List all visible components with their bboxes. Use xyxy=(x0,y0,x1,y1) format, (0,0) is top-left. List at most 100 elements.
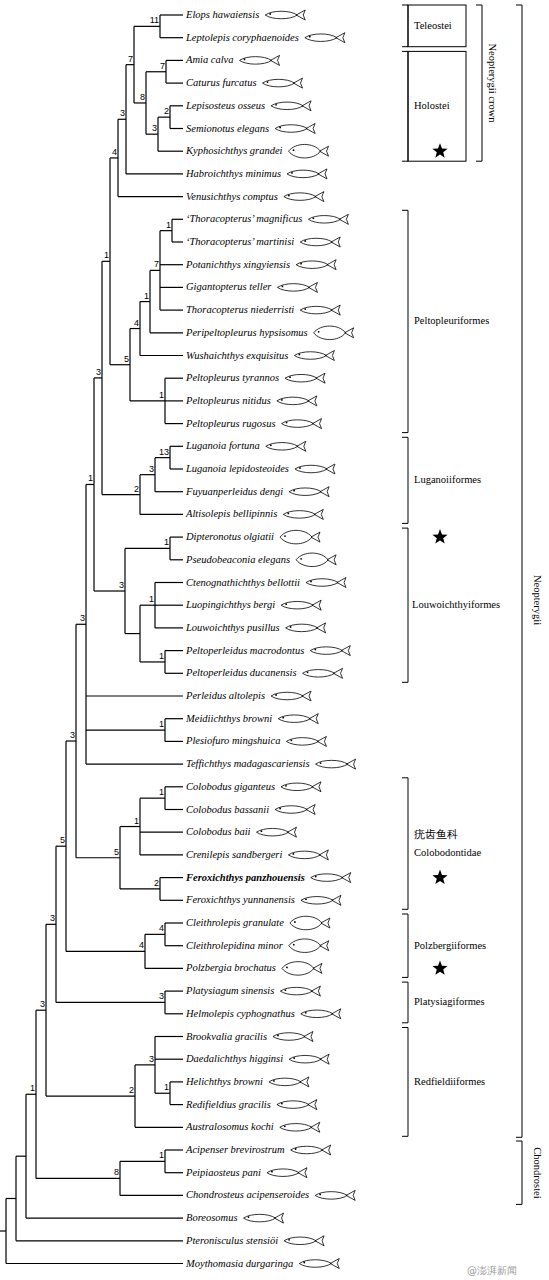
fish-eye xyxy=(292,853,294,855)
tree-branch xyxy=(140,474,155,475)
support-value: 3 xyxy=(96,368,101,377)
tree-branch xyxy=(56,846,66,847)
taxon-name: Peltopleurus rugosus xyxy=(186,418,276,430)
support-value: 3 xyxy=(80,614,85,623)
taxon-name: Cleithrolepidina minor xyxy=(186,940,283,952)
fish-eye xyxy=(288,195,290,197)
taxon-name: Teffichthys madagascariensis xyxy=(186,758,310,770)
taxon-name: Perleidus altolepis xyxy=(186,690,265,702)
fish-icon xyxy=(284,1236,324,1246)
tree-branch xyxy=(165,378,183,379)
group-bracket xyxy=(402,1028,408,1137)
fish-eye xyxy=(315,876,317,878)
star-symbol xyxy=(432,143,447,157)
tree-branch xyxy=(140,301,150,302)
tree-branch xyxy=(155,1093,170,1094)
star-symbol xyxy=(432,870,447,884)
fish-eye xyxy=(288,1239,290,1241)
tree-branch xyxy=(130,400,165,401)
fish-icon xyxy=(277,396,317,406)
taxon-name: Colobodus baii xyxy=(186,826,250,838)
fish-icon xyxy=(300,237,340,247)
fish-icon xyxy=(301,895,341,905)
fish-eye xyxy=(305,1012,307,1014)
fish-eye xyxy=(284,989,286,991)
support-value: 1 xyxy=(104,251,109,260)
taxon-name: Feroxichthys panzhouensis xyxy=(186,872,305,884)
tree-branch xyxy=(134,26,160,27)
fish-icon xyxy=(291,1145,331,1155)
fish-icon xyxy=(286,623,326,633)
group-bracket xyxy=(402,914,408,977)
taxon-name: Kyphosichthys grandei xyxy=(186,145,283,157)
support-value: 1 xyxy=(144,292,149,301)
fish-eye xyxy=(310,581,312,583)
support-value: 1 xyxy=(164,1083,169,1092)
label-boxes xyxy=(408,5,466,161)
fish-icon xyxy=(244,1213,284,1223)
tree-branch xyxy=(160,230,172,231)
tree-branch xyxy=(170,536,183,537)
fish-eye xyxy=(303,1262,305,1264)
group-bracket xyxy=(402,210,408,432)
tree-branch xyxy=(6,1198,16,1199)
taxon-name: Wushaichthys exquisitus xyxy=(186,350,288,362)
taxon-name: Peltoperleidus macrodontus xyxy=(186,645,304,657)
tree-branch xyxy=(0,1230,6,1231)
fish-icon xyxy=(316,759,356,769)
taxon-name: Peipiaosteus pani xyxy=(186,1167,261,1179)
tree-branch xyxy=(140,832,183,833)
taxon-name: Helmolepis cyphognathus xyxy=(186,1008,295,1020)
support-value: 3 xyxy=(50,914,55,923)
support-value: 2 xyxy=(164,107,169,116)
tree-branch xyxy=(160,264,183,265)
support-value: 3 xyxy=(149,1055,154,1064)
tree-branch xyxy=(135,1127,183,1128)
support-value: 1 xyxy=(159,391,164,400)
clade-label: Chondrostei xyxy=(531,1147,543,1198)
taxon-name: Elops hawaiensis xyxy=(186,9,259,21)
fish-eye xyxy=(289,376,291,378)
fish-icon xyxy=(287,169,327,179)
tree-branch xyxy=(26,1094,36,1095)
fish-icon xyxy=(278,714,318,724)
tree-branches xyxy=(0,15,183,1264)
tree-branch xyxy=(158,117,170,118)
tree-branch xyxy=(140,605,155,606)
fish-eye xyxy=(282,717,284,719)
taxon-name: Amia calva xyxy=(186,55,234,67)
fish-icon xyxy=(289,487,329,497)
tree-branch xyxy=(160,877,183,878)
tree-branch xyxy=(165,945,183,946)
tree-branch xyxy=(170,1081,183,1082)
fish-eye xyxy=(285,603,287,605)
tree-branch xyxy=(94,377,102,378)
taxon-name: Colobodus giganteus xyxy=(186,781,275,793)
tree-branch xyxy=(126,173,183,174)
tree-branch xyxy=(36,1010,46,1011)
tree-branch xyxy=(165,1013,183,1014)
fish-eye xyxy=(284,535,286,537)
fish-icon xyxy=(281,600,321,610)
tree-branch xyxy=(66,740,76,741)
tree-branch xyxy=(135,1064,155,1065)
taxon-name: Colobodus bassanii xyxy=(186,804,269,816)
star-symbol xyxy=(432,960,447,974)
clade-label: Platysiagiformes xyxy=(414,997,485,1009)
taxon-name: Polzbergia brochatus xyxy=(186,963,276,975)
fish-eye xyxy=(261,830,263,832)
support-value: 1 xyxy=(30,1084,35,1093)
tree-branch xyxy=(170,105,183,106)
support-value: 13 xyxy=(159,448,169,457)
taxon-name: Potanichthys xingyiensis xyxy=(186,259,290,271)
tree-branch xyxy=(165,809,183,810)
support-value: 3 xyxy=(152,124,157,133)
support-value: 1 xyxy=(166,221,171,230)
tree-branch xyxy=(134,102,146,103)
tree-branch xyxy=(140,514,183,515)
taxon-name: Gigantopterus teller xyxy=(186,282,271,294)
support-value: 8 xyxy=(140,93,145,102)
fish-icon xyxy=(306,578,346,588)
tree-branch xyxy=(56,1002,165,1003)
tree-branch xyxy=(66,951,145,952)
